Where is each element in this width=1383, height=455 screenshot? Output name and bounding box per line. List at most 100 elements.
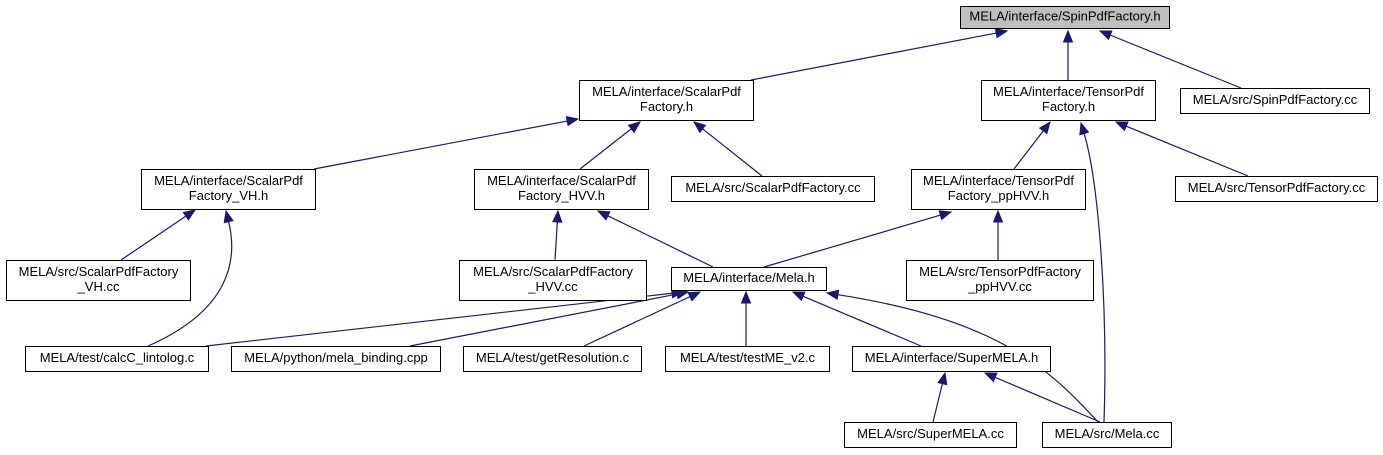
- node-label: MELA/src/TensorPdfFactory: [919, 264, 1081, 279]
- edge-spin_cc-to-spin_h: [1098, 30, 1242, 89]
- edge-mela_h-to-scalar_hvv_h: [596, 210, 714, 268]
- node-scalar-hvv-cc[interactable]: MELA/src/ScalarPdfFactory_HVV.cc: [459, 260, 647, 301]
- node-label: MELA/python/mela_binding.cpp: [244, 350, 428, 365]
- node-getres[interactable]: MELA/test/getResolution.c: [463, 346, 642, 372]
- arrowhead: [1098, 30, 1113, 41]
- node-supermela-cc[interactable]: MELA/src/SuperMELA.cc: [844, 422, 1017, 448]
- node-label: Factory_VH.h: [189, 188, 268, 203]
- edge-line: [932, 383, 943, 423]
- arrowhead: [223, 209, 234, 224]
- node-box: [1175, 176, 1378, 202]
- node-box: [671, 176, 875, 202]
- node-box: [463, 346, 642, 372]
- node-label: Factory.h: [640, 99, 693, 114]
- node-label: MELA/interface/SpinPdfFactory.h: [969, 9, 1160, 24]
- node-scalar-cc[interactable]: MELA/src/ScalarPdfFactory.cc: [671, 176, 875, 202]
- arrowhead: [1079, 121, 1090, 136]
- arrowhead: [627, 121, 642, 134]
- edge-line: [554, 221, 558, 261]
- node-box: [911, 169, 1086, 210]
- node-label: MELA/interface/ScalarPdf: [487, 173, 636, 188]
- arrowhead: [182, 209, 197, 221]
- node-label: Factory_HVV.h: [518, 188, 605, 203]
- arrowhead: [740, 290, 752, 304]
- node-label: _VH.cc: [77, 279, 120, 294]
- node-scalar-vh-h[interactable]: MELA/interface/ScalarPdfFactory_VH.h: [141, 169, 316, 210]
- node-binding[interactable]: MELA/python/mela_binding.cpp: [231, 346, 441, 372]
- arrowhead: [1038, 120, 1051, 135]
- node-tensor-h[interactable]: MELA/interface/TensorPdfFactory.h: [981, 80, 1156, 121]
- node-label: MELA/src/Mela.cc: [1055, 426, 1160, 441]
- arrowhead: [675, 289, 690, 300]
- node-label: MELA/test/testME_v2.c: [680, 350, 816, 365]
- arrowhead: [692, 121, 707, 134]
- edge-mela_h-to-tensor_pphvv_h: [763, 210, 953, 268]
- node-tensor-cc[interactable]: MELA/src/TensorPdfFactory.cc: [1175, 176, 1378, 202]
- edge-mela_cc-to-supermela_h: [983, 372, 1101, 423]
- edge-mela_cc-to-tensor_h: [1079, 121, 1106, 423]
- node-mela-h[interactable]: MELA/interface/Mela.h: [671, 267, 827, 291]
- arrowhead: [687, 291, 702, 302]
- edge-line: [994, 376, 1101, 423]
- node-mela-cc[interactable]: MELA/src/Mela.cc: [1042, 422, 1172, 448]
- edge-supermela_h-to-mela_h: [791, 291, 922, 347]
- arrowhead: [565, 115, 580, 127]
- node-scalar-h[interactable]: MELA/interface/ScalarPdfFactory.h: [579, 80, 754, 121]
- edge-tensor_cc-to-tensor_h: [1114, 121, 1249, 177]
- arrowhead: [994, 28, 1009, 39]
- node-box: [459, 260, 647, 301]
- node-box: [671, 267, 827, 291]
- edge-line: [750, 32, 997, 81]
- node-box: [141, 169, 316, 210]
- node-box: [906, 260, 1094, 301]
- edge-line: [763, 214, 941, 268]
- node-box: [960, 6, 1170, 29]
- node-label: MELA/interface/TensorPdf: [923, 173, 1074, 188]
- node-box: [25, 346, 209, 372]
- node-label: MELA/interface/Mela.h: [683, 270, 815, 285]
- edge-getres-to-mela_h: [583, 291, 702, 347]
- edge-scalar_cc-to-scalar_h: [692, 121, 763, 177]
- node-supermela-h[interactable]: MELA/interface/SuperMELA.h: [852, 346, 1051, 372]
- arrowhead: [983, 372, 998, 383]
- node-label: MELA/src/ScalarPdfFactory.cc: [685, 180, 861, 195]
- arrowhead: [1114, 121, 1129, 132]
- node-label: MELA/src/ScalarPdfFactory: [473, 264, 633, 279]
- node-box: [579, 80, 754, 121]
- node-calcc[interactable]: MELA/test/calcC_lintolog.c: [25, 346, 209, 372]
- arrowhead: [596, 210, 611, 221]
- arrowhead: [1062, 29, 1074, 43]
- edge-scalar_hvv_h-to-scalar_h: [579, 121, 642, 170]
- edge-line: [583, 296, 691, 347]
- arrowhead: [938, 210, 953, 221]
- edge-line: [409, 293, 678, 347]
- node-box: [852, 346, 1051, 372]
- node-tensor-pphvv-h[interactable]: MELA/interface/TensorPdfFactory_ppHVV.h: [911, 169, 1086, 210]
- edge-line: [1125, 125, 1249, 177]
- edge-scalar_hvv_cc-to-scalar_hvv_h: [552, 209, 563, 261]
- node-scalar-vh-cc[interactable]: MELA/src/ScalarPdfFactory_VH.cc: [6, 260, 191, 301]
- node-label: MELA/test/calcC_lintolog.c: [40, 350, 195, 365]
- edge-line: [1083, 133, 1106, 423]
- node-label: _HVV.cc: [527, 279, 578, 294]
- node-box: [844, 422, 1017, 448]
- node-label: _ppHVV.cc: [967, 279, 1032, 294]
- edge-line: [702, 128, 763, 177]
- node-label: MELA/interface/SuperMELA.h: [865, 350, 1038, 365]
- edge-line: [607, 215, 714, 268]
- edge-line: [579, 128, 632, 170]
- node-tensor-pphvv-cc[interactable]: MELA/src/TensorPdfFactory_ppHVV.cc: [906, 260, 1094, 301]
- edge-line: [120, 215, 187, 261]
- node-scalar-hvv-h[interactable]: MELA/interface/ScalarPdfFactory_HVV.h: [474, 169, 649, 210]
- node-box: [665, 346, 830, 372]
- edge-line: [1013, 130, 1044, 170]
- node-box: [981, 80, 1156, 121]
- node-testme[interactable]: MELA/test/testME_v2.c: [665, 346, 830, 372]
- edge-line: [1109, 34, 1242, 89]
- node-box: [6, 260, 191, 301]
- node-spin-h[interactable]: MELA/interface/SpinPdfFactory.h: [960, 6, 1170, 29]
- node-box: [1180, 88, 1370, 114]
- edge-scalar_vh_h-to-scalar_h: [313, 115, 580, 170]
- node-spin-cc[interactable]: MELA/src/SpinPdfFactory.cc: [1180, 88, 1370, 114]
